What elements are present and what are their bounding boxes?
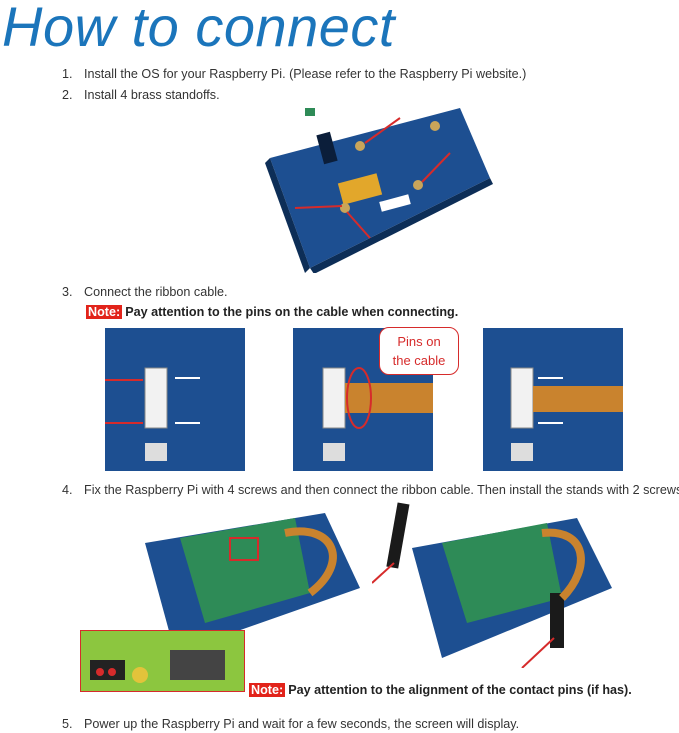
step-4: 4.Fix the Raspberry Pi with 4 screws and… (62, 483, 679, 497)
board-standoffs-image (265, 108, 493, 273)
note-tag: Note: (86, 305, 123, 319)
page-title: How to connect (2, 0, 395, 58)
step-5: 5.Power up the Raspberry Pi and wait for… (62, 717, 520, 731)
step-1: 1.Install the OS for your Raspberry Pi. … (62, 67, 527, 81)
pi-with-stands-image (372, 502, 612, 668)
pi-mounted-image (145, 513, 360, 653)
step-2: 2.Install 4 brass standoffs. (62, 88, 220, 102)
step-3: 3.Connect the ribbon cable. (62, 285, 228, 299)
connector-panel-open (105, 328, 245, 471)
pins-note: Note:Pay attention to the alignment of t… (249, 683, 632, 697)
pins-callout: Pins on the cable (379, 327, 459, 375)
cable-note: Note:Pay attention to the pins on the ca… (86, 305, 459, 319)
note-tag-2: Note: (249, 683, 286, 697)
contact-pins-closeup (80, 630, 245, 692)
connector-panel-closed (483, 328, 623, 471)
